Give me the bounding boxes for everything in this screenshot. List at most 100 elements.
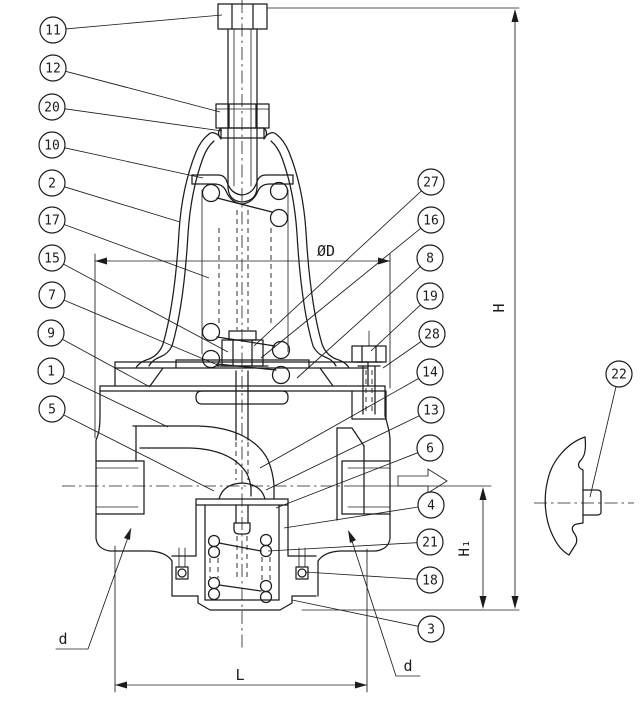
valve-body xyxy=(95,390,391,597)
balloon-number: 13 xyxy=(423,404,439,419)
balloon-circle xyxy=(417,206,445,234)
leader-line xyxy=(259,378,419,469)
pressure-spring xyxy=(175,174,310,385)
diaphragm-flange xyxy=(99,330,386,441)
callout-6: 6 xyxy=(275,434,444,509)
callout-19: 19 xyxy=(370,282,444,352)
balloon-circle xyxy=(418,320,446,348)
dim-label-height: H xyxy=(490,303,508,312)
dim-label-length: L xyxy=(235,666,244,684)
callout-17: 17 xyxy=(38,206,210,279)
leader-line xyxy=(296,266,421,379)
leader-line xyxy=(370,304,421,352)
balloon-circle xyxy=(38,244,66,272)
callout-12: 12 xyxy=(39,54,221,113)
valve-trim xyxy=(171,482,317,604)
callout-3: 3 xyxy=(291,599,445,643)
dim-label-d-left: d xyxy=(58,630,67,648)
leader-line xyxy=(64,108,223,132)
callout-18: 18 xyxy=(304,566,444,594)
balloon-circle xyxy=(416,358,444,386)
balloon-circle xyxy=(416,282,444,310)
balloon-number: 12 xyxy=(45,62,61,77)
callout-8: 8 xyxy=(296,244,444,379)
leader-line xyxy=(253,190,422,347)
adjusting-screw xyxy=(215,3,270,203)
callout-27: 27 xyxy=(253,168,445,347)
dim-label-d-right: d xyxy=(403,657,412,675)
leader-line xyxy=(64,186,181,223)
balloon-circle xyxy=(416,244,444,272)
balloon-number: 22 xyxy=(611,368,627,383)
callout-13: 13 xyxy=(265,396,445,491)
callout-4: 4 xyxy=(283,491,445,529)
callout-7: 7 xyxy=(38,281,221,367)
balloon-number: 20 xyxy=(44,101,60,116)
balloon-number: 2 xyxy=(48,177,56,192)
balloon-circle xyxy=(605,360,633,388)
balloon-number: 17 xyxy=(44,214,60,229)
balloon-number: 15 xyxy=(44,252,60,267)
leader-line xyxy=(291,599,419,627)
callout-2: 2 xyxy=(38,169,181,223)
callout-14: 14 xyxy=(259,358,444,469)
callout-9: 9 xyxy=(37,319,151,388)
leader-line xyxy=(275,452,419,509)
balloon-circle xyxy=(38,206,66,234)
balloon-number: 8 xyxy=(426,252,434,267)
balloon-circle xyxy=(417,491,445,519)
leader-line xyxy=(63,414,215,492)
balloon-circle xyxy=(37,357,65,385)
balloon-circle xyxy=(417,168,445,196)
dim-label-height1: H₁ xyxy=(457,540,473,557)
leader-line xyxy=(304,571,418,580)
balloon-number: 28 xyxy=(424,328,440,343)
callout-28: 28 xyxy=(382,320,446,369)
bottom-cap xyxy=(171,547,317,611)
callout-10: 10 xyxy=(38,131,204,179)
balloon-number: 11 xyxy=(45,24,61,39)
leader-line xyxy=(65,14,223,30)
spring-bonnet xyxy=(135,132,350,369)
balloon-circle xyxy=(416,434,444,462)
balloon-circle xyxy=(417,396,445,424)
leader-line xyxy=(283,506,419,529)
leader-line xyxy=(260,227,422,359)
callout-15: 15 xyxy=(38,244,229,353)
callout-16: 16 xyxy=(260,206,445,359)
balloon-circle xyxy=(39,16,67,44)
leader-line xyxy=(267,542,418,552)
balloon-circle xyxy=(416,566,444,594)
callout-22: 22 xyxy=(589,360,633,498)
balloon-number: 5 xyxy=(48,403,56,418)
balloon-number: 7 xyxy=(48,289,56,304)
balloon-number: 18 xyxy=(422,574,438,589)
leader-line xyxy=(62,376,169,428)
leader-line xyxy=(62,338,151,388)
balloon-number: 14 xyxy=(422,366,438,381)
balloon-circle xyxy=(417,615,445,643)
balloon-number: 19 xyxy=(422,290,438,305)
balloon-circle xyxy=(38,131,66,159)
balloon-number: 6 xyxy=(426,442,434,457)
balloon-number: 4 xyxy=(427,499,435,514)
dim-label-diameter: ØD xyxy=(317,242,335,260)
leader-line xyxy=(382,341,422,369)
leader-line xyxy=(65,70,221,113)
callout-1: 1 xyxy=(37,357,169,428)
leader-line xyxy=(589,386,617,498)
leader-line xyxy=(64,224,210,279)
balloon-number: 27 xyxy=(423,176,439,191)
side-part-view xyxy=(544,436,602,556)
callout-21: 21 xyxy=(267,528,444,556)
leader-line xyxy=(63,299,221,367)
balloon-circle xyxy=(37,319,65,347)
flow-arrow-icon xyxy=(397,468,448,494)
balloon-circle xyxy=(38,93,66,121)
balloon-circle xyxy=(416,528,444,556)
balloon-number: 3 xyxy=(427,623,435,638)
balloon-circle xyxy=(39,54,67,82)
